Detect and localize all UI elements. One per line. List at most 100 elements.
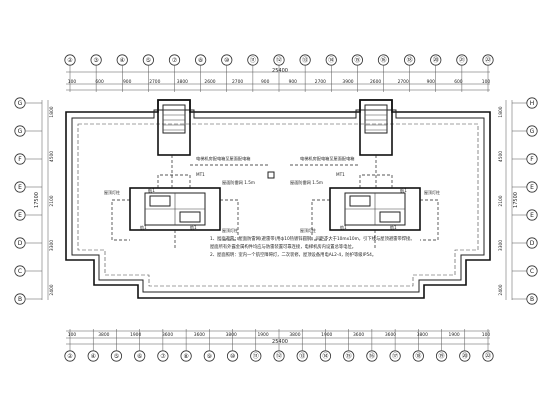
right-axis-bubble: C: [526, 265, 538, 277]
bottom-axis-bubble-label: ②: [67, 353, 73, 360]
top-axis-bubble-label: ⑯: [380, 56, 386, 64]
bottom-axis-bubble: ⑰: [389, 350, 401, 362]
top-dimension: 2600: [370, 79, 381, 85]
bottom-dimension: 3600: [353, 332, 364, 338]
right-axis-bubble: H: [526, 97, 538, 109]
top-axis-bubble-label: ⑳: [433, 56, 439, 64]
top-axis-bubble: ④: [116, 54, 128, 66]
right-axis-bubble-label: E: [530, 184, 534, 191]
bottom-axis-bubble: ②: [64, 350, 76, 362]
bottom-dimension: 3600: [194, 332, 205, 338]
right-note-main: 电梯机房配电箱至屋面配电箱: [300, 155, 354, 162]
right-dimension: 3300: [498, 240, 504, 251]
top-axis-bubble: ㉑: [456, 54, 468, 66]
bottom-axis-bubble-label: ⑩: [230, 353, 235, 360]
top-axis-bubble: ⑯: [377, 54, 390, 66]
note-line-1: 1、屋面避雷：屋面防雷网(避雷带)用ф10热镀锌圆钢，间距不大于10mx10m，…: [210, 235, 415, 242]
left-axis-bubble: E: [14, 209, 26, 221]
left-dimension: 3300: [49, 240, 55, 251]
top-axis-bubble: ⑬: [299, 54, 311, 66]
bottom-axis-bubble: ⑳: [459, 350, 471, 362]
bottom-dimension: 3800: [417, 332, 428, 338]
top-axis-bubble-label: ㉑: [459, 56, 465, 64]
left-axis-bubble-label: E: [18, 184, 22, 191]
top-dimension: 3900: [342, 79, 353, 85]
horizontal-gridlines: [26, 102, 527, 300]
bottom-dimension: 1900: [321, 332, 332, 338]
left-dimension: 2400: [49, 284, 55, 295]
bottom-axis-bubble-label: ⑭: [322, 352, 328, 360]
lightning-belt: [77, 123, 479, 287]
bottom-axis-bubble-label: ㉒: [485, 352, 491, 360]
top-dimension: 3800: [177, 79, 188, 85]
top-axis-bubble: ⑱: [404, 54, 416, 66]
top-axis-bubble: ⑪: [247, 54, 259, 66]
top-axis-bubble: ⑤: [142, 54, 154, 66]
notes-block: 1、屋面避雷：屋面防雷网(避雷带)用ф10热镀锌圆钢，间距不大于10mx10m，…: [210, 235, 415, 258]
right-axis-bubble: E: [526, 209, 538, 221]
right-axis-bubble: D: [526, 237, 538, 249]
left-axis-bubble: B: [14, 293, 26, 305]
right-lamp-label: 航1: [400, 187, 407, 194]
bottom-axis-bubble: ⑫: [273, 350, 285, 362]
left-dimension: 4500: [49, 151, 55, 162]
top-dimension-lines: [66, 71, 490, 91]
top-dimension: 600: [95, 79, 104, 85]
top-axis-bubble: ⑧: [195, 54, 207, 66]
top-axis-bubble: ②: [64, 54, 76, 66]
bottom-axis-bubble-label: ⑤: [114, 353, 119, 360]
bottom-axis-bubble-label: ⑫: [276, 352, 282, 360]
bottom-axis-bubble: ⑤: [110, 350, 123, 362]
top-axis-bubble-label: ⑱: [407, 56, 413, 64]
bottom-dimension: 3600: [385, 332, 396, 338]
bottom-dimension: 100: [482, 332, 491, 338]
top-dimension: 100: [482, 79, 491, 85]
top-axis-bubble: ⑦: [168, 54, 181, 66]
top-axis-bubble-label: ⑫: [276, 56, 282, 64]
right-dimension: 2100: [498, 195, 504, 206]
bottom-axis-bubble: ⑲: [435, 350, 448, 362]
left-axis-bubble: C: [14, 265, 26, 277]
top-axis-bubble-label: ⑬: [302, 56, 308, 64]
left-axis-bubble-label: D: [18, 240, 23, 247]
right-side-b: 屋顶灯柱: [300, 227, 316, 233]
left-lamp-label: 航1: [148, 187, 155, 194]
top-axis-bubble-label: ⑩: [224, 57, 229, 64]
bottom-axis-bubble: ⑮: [343, 350, 355, 362]
bottom-axis-bubble-label: ⑱: [415, 352, 421, 360]
top-axis-bubble-label: ⑧: [198, 57, 203, 64]
right-axis-bubble: F: [526, 153, 538, 165]
left-axis-bubble: E: [14, 181, 26, 193]
top-axis-bubble: ⑮: [351, 54, 363, 66]
right-side-a: 屋顶灯柱: [424, 189, 440, 195]
top-dimension: 900: [289, 79, 298, 85]
top-dimension: 2700: [149, 79, 160, 85]
right-axis-bubble-label: E: [530, 212, 534, 219]
left-room-tag: MT1: [196, 172, 205, 177]
top-axis-bubble-label: ⑦: [172, 57, 178, 64]
note-line-2: 屋面所有外露金属构件均应与防雷装置可靠连接，电梯机房内设置总等电位。: [210, 243, 356, 250]
left-roof-label: 屋面防雷网 1.5m: [222, 179, 255, 186]
bottom-dimension: 3800: [226, 332, 237, 338]
bottom-axis-bubble-label: ⑮: [346, 352, 352, 360]
right-total-dimension: 17500: [513, 192, 519, 208]
right-core: [329, 99, 421, 231]
note-line-3: 2、屋面照明：室内一个航空障碍灯，二次装修，屋顶设备用电AL2-4，防护等级IP…: [210, 251, 376, 258]
right-roof-label: 屋面防雷网 1.5m: [290, 179, 323, 186]
bottom-dimension: 3800: [98, 332, 109, 338]
left-axis-bubble: G: [14, 97, 26, 109]
top-dimension: 900: [427, 79, 436, 85]
right-axis-bubble: B: [526, 293, 538, 305]
left-bottom-a: 航1: [140, 224, 147, 230]
bottom-axis-bubble-label: ④: [91, 353, 96, 360]
bottom-axis-bubble-label: ⑲: [439, 352, 445, 360]
left-dimension: 2100: [49, 195, 55, 206]
left-axis-bubble-label: C: [18, 268, 22, 275]
bottom-dimension: 1900: [449, 332, 460, 338]
roof-outline-inner: [71, 109, 485, 293]
